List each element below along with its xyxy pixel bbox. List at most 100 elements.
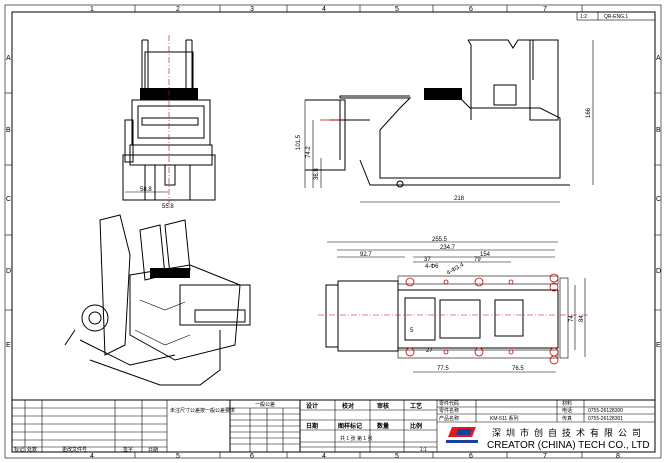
drawing-label: D bbox=[656, 268, 661, 275]
dim: 55.8 bbox=[162, 204, 174, 210]
corner-box: 1:2 QR-ENG.1 bbox=[576, 11, 656, 21]
drawing-label: 零件名称 bbox=[439, 407, 459, 414]
col-label: 5 bbox=[176, 453, 180, 460]
fax: 0755-26128301 bbox=[588, 416, 623, 422]
drawing-label: A bbox=[656, 55, 661, 62]
drawing-label: 标记 bbox=[14, 446, 24, 453]
drawing-line bbox=[12, 407, 167, 448]
dim: 234.7 bbox=[440, 245, 456, 251]
drawing-label: 比例 bbox=[410, 422, 422, 430]
dim: 5 bbox=[410, 328, 414, 334]
drawing-label: 材料 bbox=[562, 400, 572, 407]
drawing-label: D bbox=[6, 268, 11, 275]
mounting-holes bbox=[405, 273, 559, 365]
approval-block: 设计 校对 审核 工艺 日期 图样标记 数量 比例 共 1 张 第 1 张 1:… bbox=[299, 400, 438, 453]
drawing-label: 设计 bbox=[306, 402, 318, 410]
column-labels-top: 1 2 3 4 5 6 7 bbox=[90, 6, 547, 13]
drawing-line bbox=[549, 347, 559, 357]
front-view: 58.8 55.8 bbox=[122, 35, 216, 210]
dim: 58.8 bbox=[140, 187, 152, 193]
drawing-line bbox=[300, 400, 438, 452]
dim: 218 bbox=[454, 196, 465, 202]
drawing-line bbox=[405, 277, 415, 287]
company-logo bbox=[446, 427, 478, 443]
dim: 255.5 bbox=[432, 237, 448, 243]
col-label: 2 bbox=[176, 6, 180, 13]
drawing-line bbox=[340, 97, 561, 179]
drawing-line bbox=[141, 117, 199, 126]
drawing-line bbox=[508, 349, 514, 355]
side-view: 101.5 74.2 36.8 218 166 bbox=[296, 39, 594, 203]
drawing-label: 传真 bbox=[562, 415, 572, 422]
drawing-label: B bbox=[656, 127, 661, 134]
dim: 4-Φ3.4 bbox=[446, 262, 466, 277]
row-labels: A B C D E A B C D E bbox=[6, 55, 661, 349]
product-name: KM-511 系列 bbox=[490, 415, 519, 422]
drawing-line bbox=[494, 299, 524, 337]
dim: 101.5 bbox=[296, 134, 302, 150]
dim: 27 bbox=[426, 348, 433, 354]
drawing-line bbox=[64, 329, 221, 386]
drawing-line bbox=[529, 39, 559, 121]
drawing-label: C bbox=[656, 196, 661, 203]
drawing-line bbox=[456, 429, 472, 435]
col-label: 4 bbox=[322, 6, 326, 13]
drawing-label: 1:1 bbox=[420, 447, 427, 453]
drawing-line bbox=[179, 284, 251, 326]
column-labels-bottom: 4 5 6 4 5 6 7 8 bbox=[90, 453, 620, 460]
drawing-line bbox=[549, 273, 559, 283]
drawing-line bbox=[549, 282, 559, 292]
bottom-view: 255.5 234.7 92.7 154 37 79 4-Φ6 4-Φ3.4 5… bbox=[318, 237, 590, 373]
drawing-line bbox=[404, 297, 436, 341]
col-label: 3 bbox=[250, 6, 254, 13]
phone: 0755-26128300 bbox=[588, 408, 623, 414]
dim: 74 bbox=[569, 315, 575, 322]
drawing-label: 审核 bbox=[377, 402, 389, 410]
drawing-line bbox=[424, 88, 462, 100]
drawing-label: 签字 bbox=[123, 446, 133, 453]
drawing-line bbox=[439, 299, 481, 339]
dim: 76.5 bbox=[512, 366, 524, 372]
title-block: 标记 处数 更改文件号 签字 日期 未注尺寸公差按一般公差要求 一般公差 设计 … bbox=[12, 399, 655, 453]
dim: 92.7 bbox=[360, 252, 372, 258]
dim: 4-Φ6 bbox=[425, 264, 439, 270]
drawing-line bbox=[230, 407, 300, 452]
col-label: 8 bbox=[616, 453, 620, 460]
drawing-line bbox=[150, 268, 190, 278]
drawing-line bbox=[443, 349, 449, 355]
drawing-label: 一般公差 bbox=[255, 401, 275, 408]
drawing-line bbox=[129, 264, 241, 361]
drawing-line bbox=[397, 275, 559, 285]
col-label: 7 bbox=[543, 6, 547, 13]
drawing-label: 数量 bbox=[377, 422, 389, 430]
drawing-label: 零件代码 bbox=[439, 400, 459, 407]
drawing-line bbox=[576, 11, 656, 21]
drawing-line bbox=[397, 349, 559, 359]
col-label: 4 bbox=[322, 453, 326, 460]
notes: 未注尺寸公差按一般公差要求 bbox=[170, 407, 235, 414]
drawing-label: 共 1 张 第 1 张 bbox=[340, 435, 373, 442]
dim: 166 bbox=[586, 107, 592, 118]
drawing-label: QR-ENG.1 bbox=[604, 14, 628, 20]
drawing-line bbox=[359, 159, 570, 186]
dim: 77.5 bbox=[437, 366, 449, 372]
isometric-view bbox=[64, 214, 251, 386]
drawing-line bbox=[305, 95, 410, 171]
drawing-line bbox=[443, 279, 449, 285]
drawing-line bbox=[549, 355, 559, 365]
drawing-line bbox=[467, 39, 534, 120]
drawing-line bbox=[24, 400, 168, 452]
drawing-label: 更改文件号 bbox=[62, 446, 87, 453]
drawing-label: 电话 bbox=[562, 407, 572, 414]
drawing-line bbox=[405, 347, 415, 357]
drawing-line bbox=[474, 347, 484, 357]
zone-ticks bbox=[5, 5, 661, 458]
dim: 37 bbox=[424, 257, 431, 263]
part-info: 零件代码 零件名称 产品名称 KM-511 系列 材料 电话 0755-2612… bbox=[437, 400, 655, 423]
drawing-line bbox=[124, 119, 134, 163]
drawing-label: 产品名称 bbox=[439, 415, 459, 422]
drawing-line bbox=[508, 279, 514, 285]
col-label: 6 bbox=[469, 6, 473, 13]
drawing-label: E bbox=[656, 342, 661, 349]
drawing-line bbox=[437, 400, 655, 423]
